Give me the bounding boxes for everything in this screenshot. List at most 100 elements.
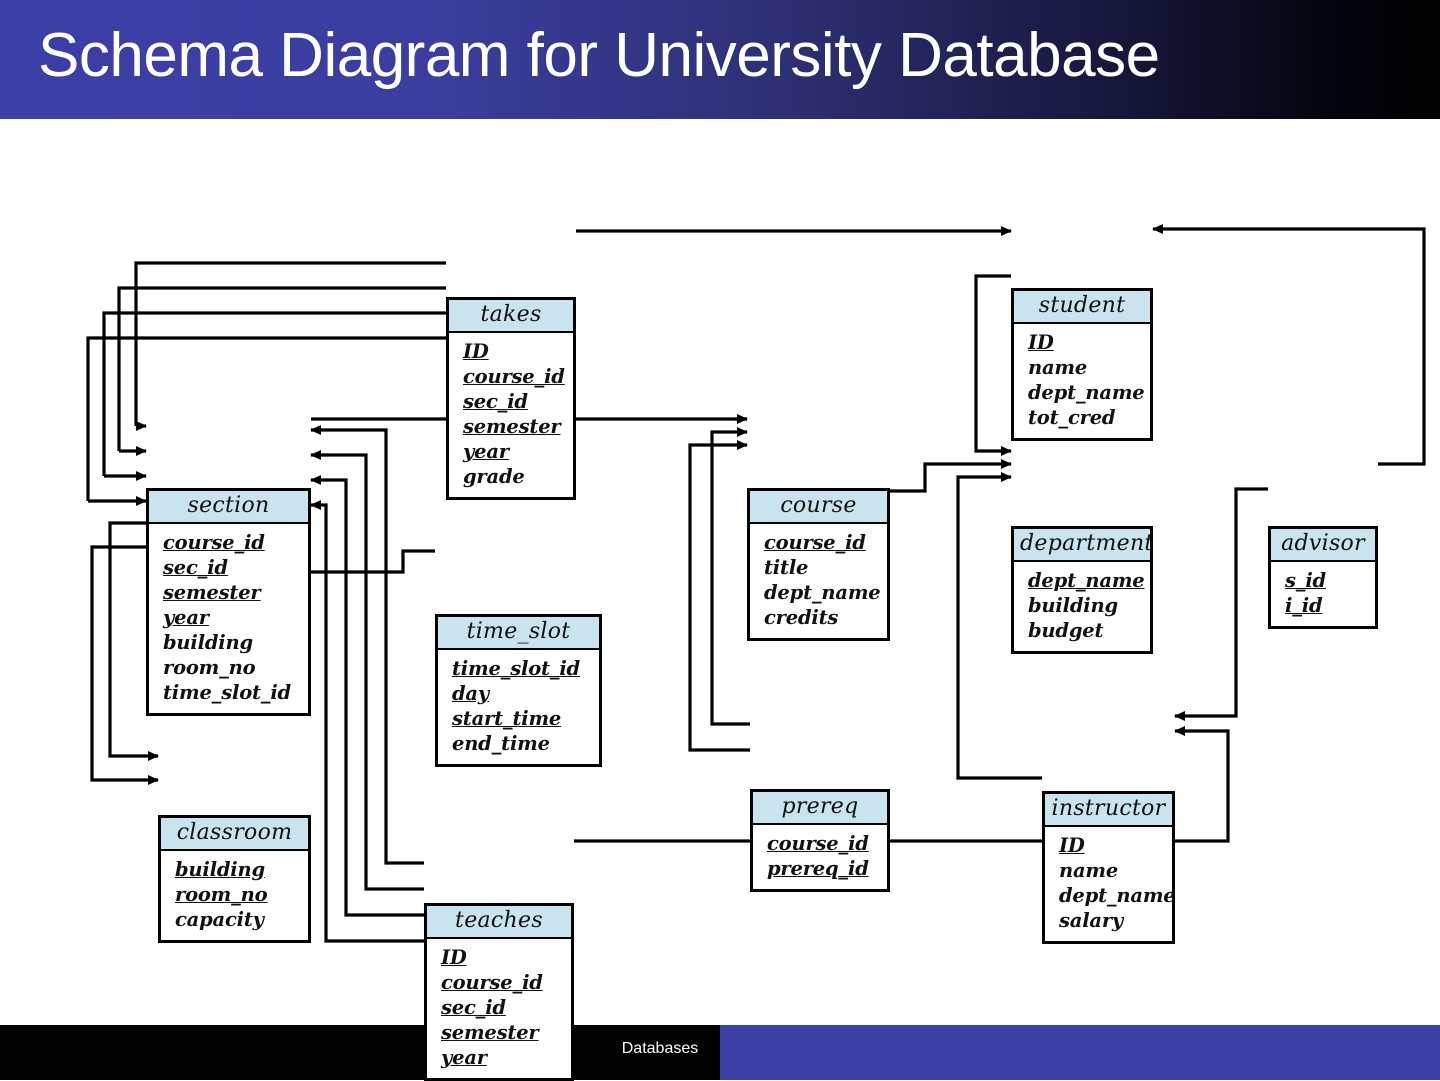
attribute-time_slot-end_time: end_time <box>452 732 550 756</box>
entity-section-title: section <box>149 491 308 525</box>
attribute-classroom-capacity: capacity <box>175 908 264 932</box>
attribute-instructor-dept_name: dept_name <box>1059 884 1176 908</box>
entity-time_slot-title: time_slot <box>438 617 599 651</box>
entity-instructor-title: instructor <box>1045 794 1172 828</box>
attribute-classroom-building: building <box>175 858 265 882</box>
attribute-department-building: building <box>1028 594 1118 618</box>
attribute-time_slot-day: day <box>452 682 490 706</box>
attribute-student-tot_cred: tot_cred <box>1028 406 1116 430</box>
edge-teaches-courseid-section-courseid <box>310 425 424 865</box>
attribute-course-dept_name: dept_name <box>764 581 881 605</box>
attribute-teaches-ID: ID <box>441 946 467 970</box>
entity-student-title: student <box>1014 291 1150 325</box>
attribute-instructor-name: name <box>1059 859 1119 883</box>
edge-section-timeslotid-timeslot <box>311 549 435 574</box>
attribute-course-course_id: course_id <box>764 531 866 555</box>
footer-accent-bar <box>720 1025 1440 1080</box>
attribute-prereq-course_id: course_id <box>767 832 869 856</box>
attribute-time_slot-time_slot_id: time_slot_id <box>452 657 580 681</box>
entity-advisor-title: advisor <box>1271 529 1375 563</box>
edge-section-roomno-classroom-roomno <box>90 545 159 785</box>
entity-department-title: department <box>1014 529 1153 563</box>
edge-teaches-semester-section-semester <box>310 475 424 917</box>
attribute-advisor-s_id: s_id <box>1285 569 1326 593</box>
attribute-prereq-prereq_id: prereq_id <box>767 857 869 881</box>
edge-teaches-secid-section-secid <box>310 450 424 891</box>
footer-label: Databases <box>621 1040 699 1057</box>
attribute-advisor-i_id: i_id <box>1285 594 1323 618</box>
attribute-teaches-semester: semester <box>441 1021 539 1045</box>
slide-header-bar: Schema Diagram for University Database <box>0 0 1440 119</box>
attribute-student-name: name <box>1028 356 1088 380</box>
edge-section-building-classroom-building <box>108 521 159 761</box>
edge-advisor-iid-instructor-id <box>1174 487 1268 721</box>
attribute-instructor-salary: salary <box>1059 909 1124 933</box>
attribute-teaches-year: year <box>441 1046 487 1070</box>
edge-takes-secid-section-secid-a <box>117 286 446 451</box>
entity-teaches-title: teaches <box>427 906 571 940</box>
edge-advisor-sid-student-id <box>1152 224 1426 466</box>
edge-teaches-year-section-year <box>310 500 424 943</box>
attribute-takes-ID: ID <box>463 340 489 364</box>
attribute-time_slot-start_time: start_time <box>452 707 562 731</box>
attribute-takes-grade: grade <box>463 465 525 489</box>
attribute-department-budget: budget <box>1028 619 1104 643</box>
attribute-course-title: title <box>764 556 809 580</box>
edge-course-deptname-department <box>890 459 1012 493</box>
attribute-takes-year: year <box>463 440 509 464</box>
attribute-takes-sec_id: sec_id <box>463 390 528 414</box>
attribute-instructor-ID: ID <box>1059 834 1085 858</box>
page-title: Schema Diagram for University Database <box>38 21 1160 90</box>
attribute-section-sec_id: sec_id <box>163 556 228 580</box>
attribute-section-time_slot_id: time_slot_id <box>163 681 291 705</box>
attribute-takes-course_id: course_id <box>463 365 565 389</box>
attribute-teaches-course_id: course_id <box>441 971 543 995</box>
edge-prereq-prereqid-course <box>688 440 750 752</box>
edge-takes-courseid-section-courseid-a <box>134 261 446 426</box>
attribute-section-course_id: course_id <box>163 531 265 555</box>
edge-prereq-courseid-course <box>710 427 750 726</box>
entity-course-title: course <box>750 491 887 525</box>
attribute-section-room_no: room_no <box>163 656 256 680</box>
attribute-takes-semester: semester <box>463 415 561 439</box>
edge-takes-year-section-year-a <box>86 336 446 501</box>
entity-takes-title: takes <box>449 300 573 334</box>
attribute-classroom-room_no: room_no <box>175 883 268 907</box>
attribute-section-semester: semester <box>163 581 261 605</box>
attribute-student-dept_name: dept_name <box>1028 381 1145 405</box>
relationship-lines <box>86 224 1426 943</box>
header-accent-stripe <box>0 0 18 119</box>
edge-instructor-deptname-department <box>956 472 1042 780</box>
attribute-department-dept_name: dept_name <box>1028 569 1145 593</box>
edge-teaches-id-instructor-id <box>574 726 1230 843</box>
entity-classroom-title: classroom <box>161 818 308 852</box>
attribute-teaches-sec_id: sec_id <box>441 996 506 1020</box>
edge-takes-semester-section-semester-a <box>102 311 446 476</box>
attribute-section-building: building <box>163 631 253 655</box>
attribute-course-credits: credits <box>764 606 839 630</box>
